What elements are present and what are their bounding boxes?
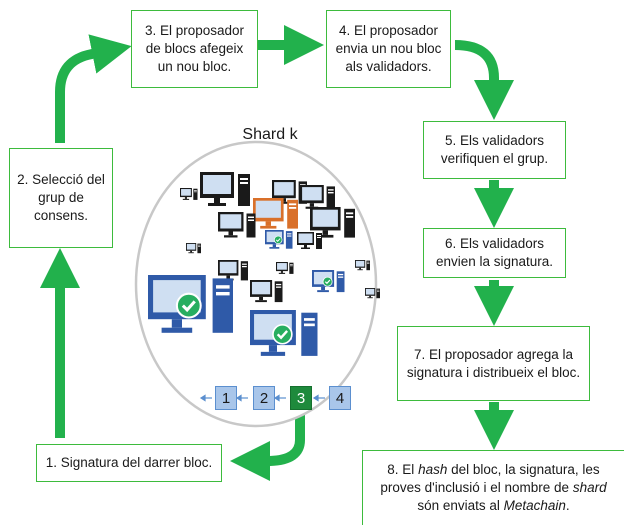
step-8-text: 8. El hash del bloc, la signatura, les p…: [380, 462, 607, 513]
computer-icon: [200, 172, 250, 206]
checkmark-icon: [274, 235, 283, 245]
computer-icon: [276, 262, 294, 274]
step-4-text: 4. El proposador envia un nou bloc als v…: [335, 23, 442, 74]
step-5-text: 5. Els validadors verifiquen el grup.: [440, 133, 549, 166]
computer-icon: [355, 260, 370, 271]
step-1-text: 1. Signatura del darrer bloc.: [45, 455, 213, 470]
checkmark-icon: [272, 324, 293, 345]
arrow-2-to-3: [55, 34, 132, 143]
step-4-box: 4. El proposador envia un nou bloc als v…: [326, 10, 451, 88]
chain-block-3: 3: [290, 386, 312, 410]
shard-title: Shard k: [242, 126, 298, 143]
step-5-box: 5. Els validadors verifiquen el grup.: [423, 121, 566, 179]
computer-icon: [253, 198, 298, 229]
computer-icon: [180, 188, 198, 200]
chain-block-2: 2: [253, 386, 275, 410]
chain-block-4: 4: [329, 386, 351, 410]
computer-icon: [250, 280, 283, 303]
step-8-box: 8. El hash del bloc, la signatura, les p…: [362, 450, 624, 525]
computer-icon: [365, 288, 380, 299]
step-2-box: 2. Selecció del grup de consens.: [9, 148, 113, 248]
computer-icon: [148, 275, 233, 333]
computer-icon: [218, 212, 256, 238]
arrow-chain-to-1: [230, 412, 305, 481]
arrow-4-to-5: [454, 40, 514, 120]
step-3-box: 3. El proposador de blocs afegeix un nou…: [131, 10, 258, 88]
step-1-box: 1. Signatura del darrer bloc.: [36, 444, 222, 482]
chain-block-1: 1: [215, 386, 237, 410]
computer-icon: [300, 185, 335, 209]
computer-icon: [250, 310, 318, 356]
step-6-box: 6. Els validadors envien la signatura.: [423, 228, 566, 278]
checkmark-icon: [322, 276, 333, 287]
step-7-text: 7. El proposador agrega la signatura i d…: [406, 346, 581, 380]
computer-icon: [312, 270, 345, 293]
step-2-text: 2. Selecció del grup de consens.: [17, 172, 105, 223]
checkmark-icon: [175, 292, 202, 319]
computer-icon: [297, 232, 322, 249]
computer-icon: [186, 243, 201, 254]
computer-icon: [265, 230, 293, 249]
step-6-text: 6. Els validadors envien la signatura.: [435, 236, 554, 269]
step-3-text: 3. El proposador de blocs afegeix un nou…: [144, 23, 245, 74]
step-7-box: 7. El proposador agrega la signatura i d…: [397, 326, 590, 401]
computer-icon: [310, 207, 355, 238]
chain-links: [199, 394, 325, 402]
